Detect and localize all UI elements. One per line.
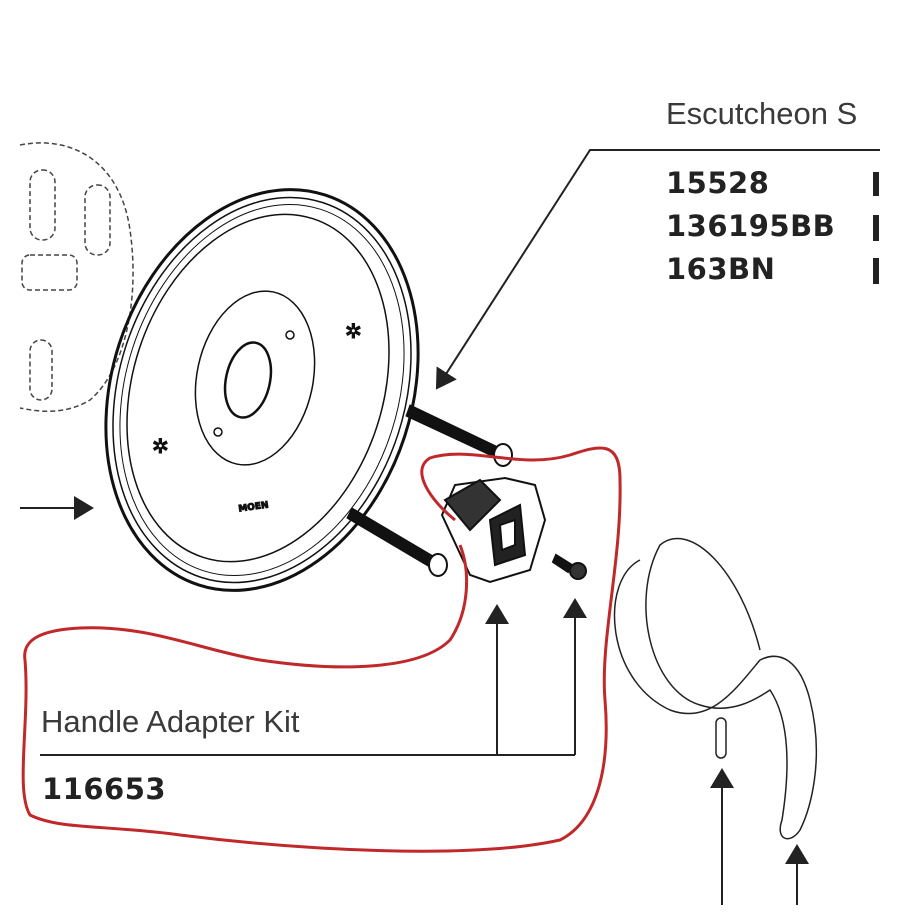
handle-adapter-kit-part: 116653 — [42, 772, 167, 806]
escutcheon-part-1: 15528 — [666, 166, 770, 200]
red-annotation-loop — [21, 446, 622, 853]
escutcheon-part-2: 136195BB — [666, 209, 836, 243]
svg-text:✲: ✲ — [345, 319, 362, 343]
lever-handle — [613, 537, 818, 840]
escutcheon-plate: ✲ ✲ MOEN — [104, 188, 420, 592]
handle-adapter-kit-title: Handle Adapter Kit — [41, 704, 300, 739]
svg-text:MOEN: MOEN — [238, 500, 269, 514]
escutcheon-screws — [346, 404, 513, 577]
svg-text:✲: ✲ — [152, 434, 169, 458]
set-screw — [551, 553, 587, 580]
escutcheon-part-3: 163BN — [666, 252, 776, 286]
leader-lines — [20, 149, 880, 905]
escutcheon-kit-title: Escutcheon S — [666, 96, 858, 131]
handle-adapter — [440, 476, 547, 584]
truncated-descriptions — [873, 172, 879, 284]
valve-body-dashed — [19, 142, 134, 412]
